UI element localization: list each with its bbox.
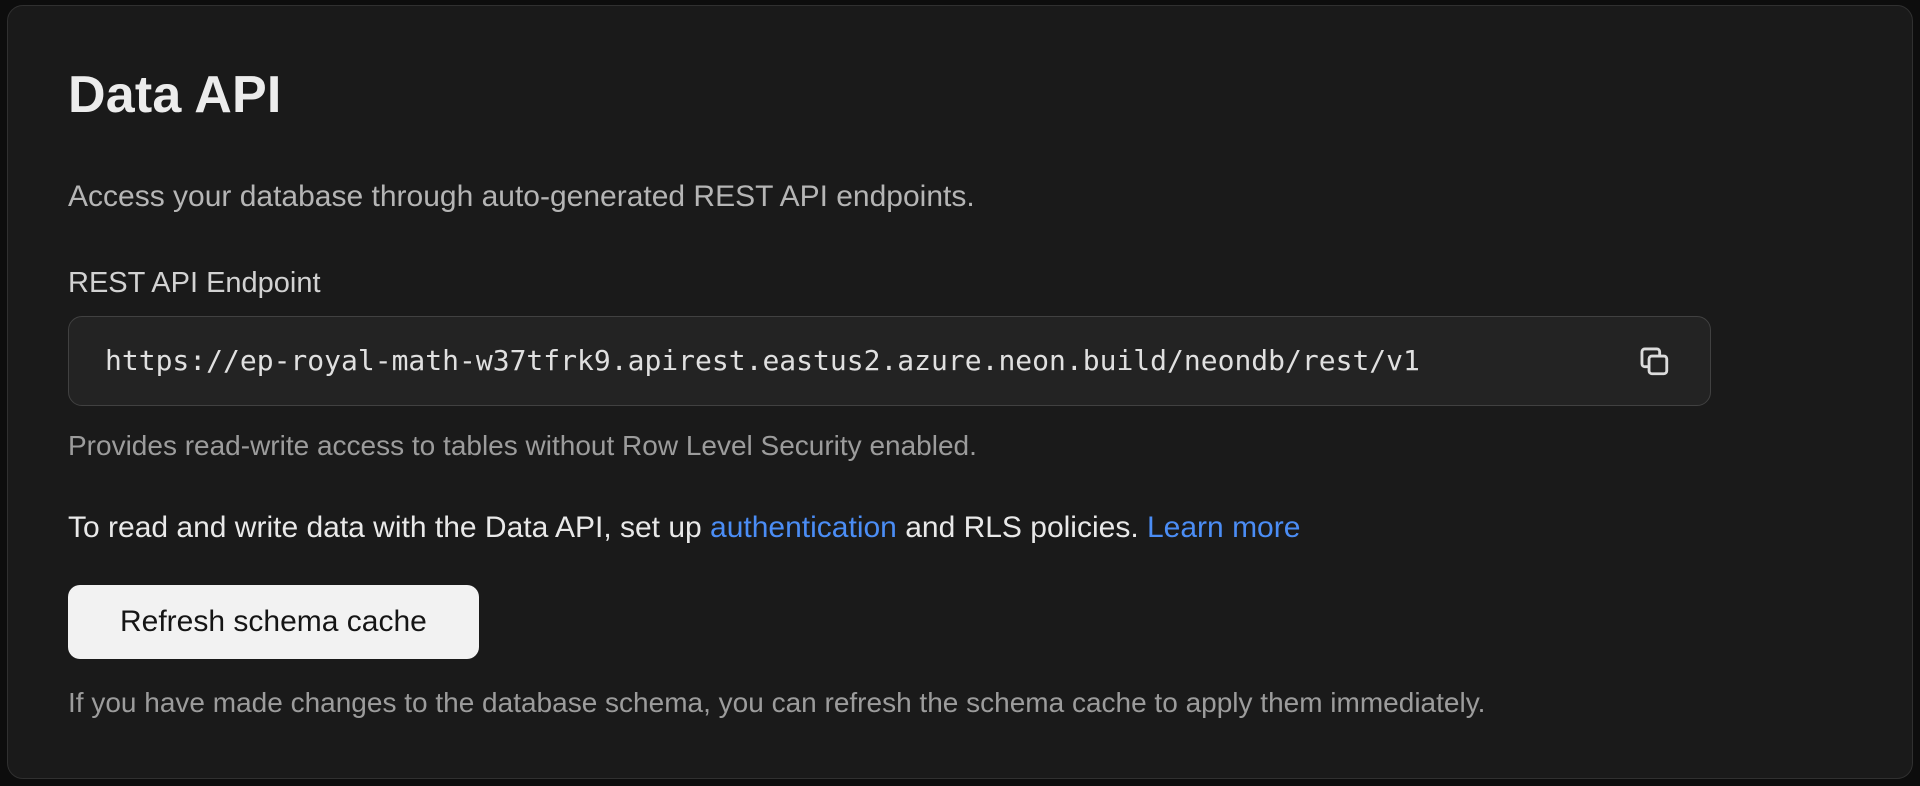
rest-api-endpoint-input[interactable] [105, 344, 1632, 378]
endpoint-helper-text: Provides read-write access to tables wit… [68, 429, 977, 461]
authentication-link[interactable]: authentication [710, 510, 897, 544]
rls-note-text-middle: and RLS policies. [896, 510, 1147, 544]
page-title: Data API [68, 66, 282, 124]
learn-more-link[interactable]: Learn more [1147, 510, 1301, 544]
data-api-panel: Data API Access your database through au… [7, 5, 1913, 779]
rls-note: To read and write data with the Data API… [68, 509, 1852, 547]
rls-note-text-before: To read and write data with the Data API… [68, 510, 711, 544]
copy-icon [1637, 344, 1671, 378]
refresh-schema-cache-button[interactable]: Refresh schema cache [68, 584, 479, 659]
rest-api-endpoint-field [68, 315, 1711, 406]
schema-cache-helper-text: If you have made changes to the database… [68, 686, 1486, 718]
copy-endpoint-button[interactable] [1632, 339, 1676, 383]
page-description: Access your database through auto-genera… [68, 179, 975, 213]
rest-api-endpoint-label: REST API Endpoint [68, 266, 321, 299]
